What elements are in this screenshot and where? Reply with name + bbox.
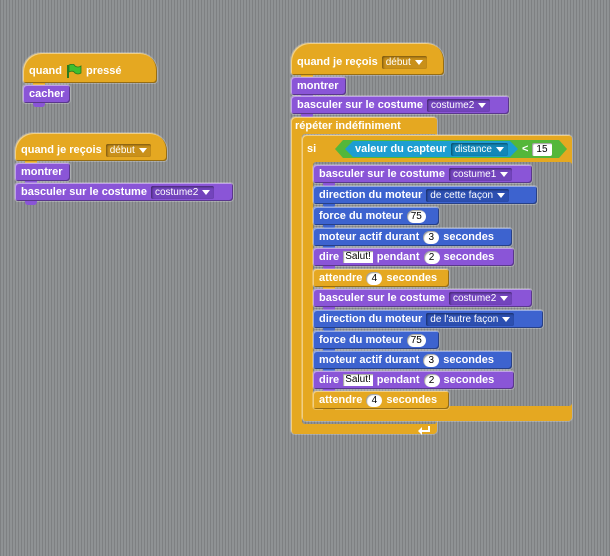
say-text-input[interactable]: Salut!	[343, 374, 373, 386]
show-block[interactable]: montrer	[291, 77, 346, 99]
wait-block[interactable]: attendre 4 secondes	[313, 269, 449, 291]
wait-input[interactable]: 4	[366, 271, 383, 285]
power-input[interactable]: 75	[406, 333, 426, 347]
say-text-input[interactable]: Salut!	[343, 251, 373, 263]
chevron-down-icon	[138, 147, 147, 153]
loop-arrow-icon	[417, 422, 431, 440]
direction-dropdown[interactable]: de cette façon	[426, 188, 510, 202]
motor-direction-block[interactable]: direction du moteur de cette façon	[313, 186, 537, 208]
seconds-label: secondes	[443, 231, 494, 243]
message-dropdown[interactable]: début	[381, 55, 427, 69]
motor-power-block[interactable]: force du moteur 75	[313, 207, 439, 229]
switch-costume-label: basculer sur le costume	[319, 168, 445, 180]
chevron-down-icon	[202, 189, 211, 195]
motor-power-label: force du moteur	[319, 334, 403, 346]
switch-costume-label: basculer sur le costume	[21, 186, 147, 198]
say-duration-input[interactable]: 2	[423, 373, 440, 387]
for-label: pendant	[376, 251, 420, 263]
costume-dropdown[interactable]: costume2	[150, 185, 215, 199]
for-label: pendant	[376, 374, 420, 386]
forever-label: répéter indéfiniment	[295, 120, 401, 132]
chevron-down-icon	[502, 316, 511, 322]
switch-costume-block[interactable]: basculer sur le costume costume1	[313, 165, 532, 187]
sensor-dropdown[interactable]: distance	[451, 143, 508, 156]
say-for-block[interactable]: dire Salut! pendant 2 secondes	[313, 371, 514, 393]
chevron-down-icon	[500, 295, 509, 301]
power-input[interactable]: 75	[406, 209, 426, 223]
chevron-down-icon	[496, 147, 504, 152]
seconds-label: secondes	[386, 272, 438, 284]
switch-costume-label: basculer sur le costume	[319, 292, 445, 304]
direction-dropdown[interactable]: de l'autre façon	[426, 312, 515, 326]
switch-costume-block[interactable]: basculer sur le costume costume2	[15, 183, 233, 205]
motor-power-label: force du moteur	[319, 210, 403, 222]
seconds-label: secondes	[443, 354, 494, 366]
less-than-condition[interactable]: valeur du capteur distance < 15	[335, 140, 567, 158]
motor-on-label: moteur actif durant	[319, 231, 420, 243]
say-label: dire	[319, 374, 340, 386]
motor-direction-label: direction du moteur	[319, 189, 423, 201]
say-for-block[interactable]: dire Salut! pendant 2 secondes	[313, 248, 514, 270]
message-dropdown[interactable]: début	[105, 143, 151, 157]
say-label: dire	[319, 251, 340, 263]
sensor-value-reporter[interactable]: valeur du capteur distance	[345, 141, 518, 157]
seconds-label: secondes	[386, 394, 438, 406]
switch-costume-label: basculer sur le costume	[297, 99, 423, 111]
threshold-input[interactable]: 15	[532, 143, 551, 156]
when-i-receive-hat[interactable]: quand je reçois début	[291, 43, 444, 79]
show-label: montrer	[21, 166, 63, 178]
costume-dropdown[interactable]: costume2	[448, 291, 513, 305]
hat-label-when: quand	[29, 65, 62, 77]
hat-label: quand je reçois	[297, 56, 378, 68]
switch-costume-block[interactable]: basculer sur le costume costume2	[313, 289, 532, 311]
chevron-down-icon	[500, 171, 509, 177]
hat-label: quand je reçois	[21, 144, 102, 156]
chevron-down-icon	[414, 59, 423, 65]
sensor-value-label: valeur du capteur	[355, 143, 447, 155]
less-than-operator: <	[521, 143, 529, 155]
costume-dropdown[interactable]: costume2	[426, 98, 491, 112]
switch-costume-block[interactable]: basculer sur le costume costume2	[291, 96, 509, 118]
motor-on-label: moteur actif durant	[319, 354, 420, 366]
motor-direction-block[interactable]: direction du moteur de l'autre façon	[313, 310, 543, 332]
when-i-receive-hat[interactable]: quand je reçois début	[15, 133, 167, 165]
costume-dropdown[interactable]: costume1	[448, 167, 513, 181]
wait-input[interactable]: 4	[366, 393, 383, 407]
seconds-label: secondes	[443, 374, 495, 386]
motor-on-for-block[interactable]: moteur actif durant 3 secondes	[313, 228, 512, 250]
green-flag-icon	[66, 63, 82, 78]
if-label: si	[307, 143, 317, 155]
chevron-down-icon	[478, 102, 487, 108]
wait-label: attendre	[319, 272, 363, 284]
wait-block[interactable]: attendre 4 secondes	[313, 391, 449, 413]
duration-input[interactable]: 3	[423, 353, 440, 367]
seconds-label: secondes	[443, 251, 495, 263]
chevron-down-icon	[497, 192, 506, 198]
wait-label: attendre	[319, 394, 363, 406]
hat-label-pressed: pressé	[86, 65, 122, 77]
show-block[interactable]: montrer	[15, 163, 70, 185]
duration-input[interactable]: 3	[423, 230, 440, 244]
motor-direction-label: direction du moteur	[319, 313, 423, 325]
hide-block[interactable]: cacher	[23, 85, 70, 107]
show-label: montrer	[297, 80, 339, 92]
motor-power-block[interactable]: force du moteur 75	[313, 331, 439, 353]
motor-on-for-block[interactable]: moteur actif durant 3 secondes	[313, 351, 512, 373]
hide-label: cacher	[29, 88, 65, 100]
say-duration-input[interactable]: 2	[423, 250, 440, 264]
when-green-flag-clicked-hat[interactable]: quand pressé	[23, 53, 157, 87]
